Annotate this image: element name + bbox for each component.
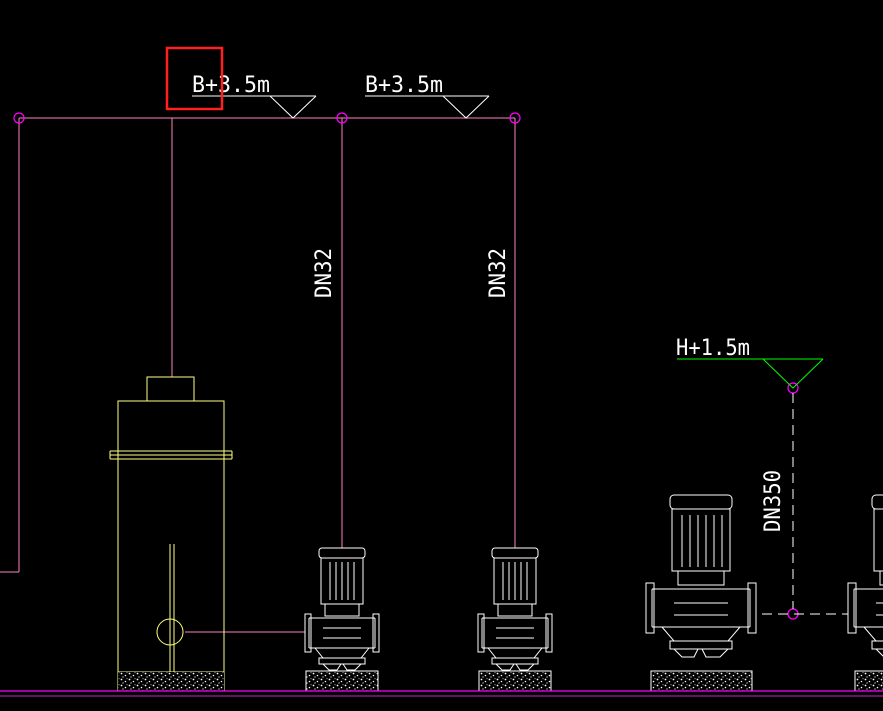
pump-1-base [305,670,379,692]
node-left [13,112,25,124]
elevation-marker-1 [192,95,317,119]
pump-2 [477,547,553,671]
dn350-pipe [762,393,848,615]
node-right [509,112,521,124]
pipe-nodes [13,112,799,620]
highlight-box[interactable] [165,46,224,111]
pump-4 [847,494,883,658]
tank-base-gravel [118,672,224,691]
pipe-label-dn350: DN350 [761,470,786,532]
float-valve-icon [156,618,184,646]
pump-1 [304,547,380,671]
pump-3 [645,494,757,658]
water-tank [109,376,233,692]
elevation-marker-2 [365,95,490,119]
elevation-label-3: H+1.5m [676,336,750,361]
pipe-label-dn32-2: DN32 [486,248,511,298]
pump-2-base [478,670,552,692]
header-pipe [0,117,516,633]
pipe-label-dn32-1: DN32 [312,248,337,298]
pump-4-base [854,670,883,692]
elevation-label-1: B+3.5m [192,73,270,98]
node-mid [336,112,348,124]
elevation-marker-3 [677,358,824,389]
elevation-label-2: B+3.5m [365,73,443,98]
pump-3-base [650,670,753,692]
